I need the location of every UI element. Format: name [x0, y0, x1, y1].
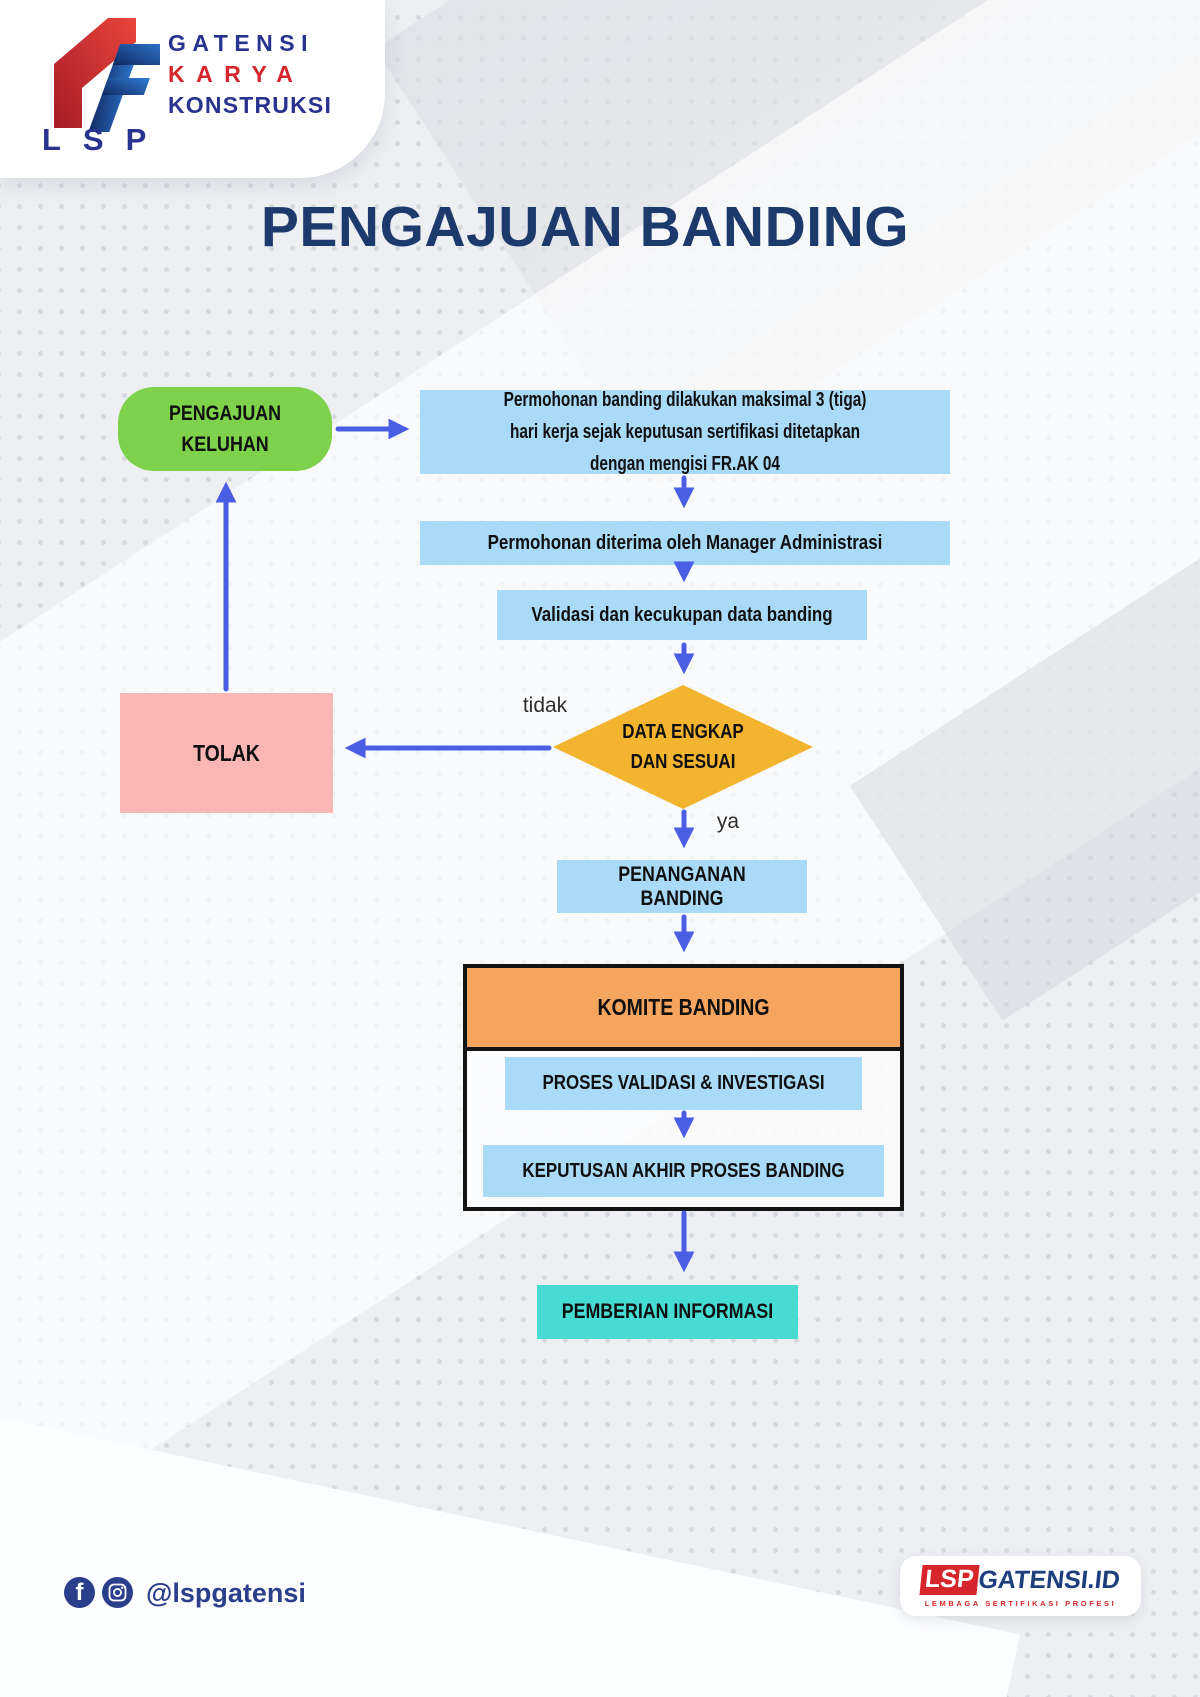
facebook-glyph: f: [75, 1578, 84, 1606]
badge-wordmark: LSP GATENSI.ID: [919, 1564, 1122, 1595]
flow-committee-keputusan-akhir: KEPUTUSAN AKHIR PROSES BANDING: [483, 1145, 884, 1197]
brand-line-karya: KARYA: [168, 61, 305, 87]
flow-reject-tolak: TOLAK: [120, 693, 333, 813]
badge-site-text: GATENSI.ID: [977, 1565, 1122, 1593]
brand-line-gatensi: GATENSI: [168, 30, 315, 56]
flow-decision-label: DATA ENGKAP DAN SESUAI: [622, 721, 744, 773]
decision-yes-label: ya: [716, 810, 740, 833]
flow-step1-label: Permohonan banding dilakukan maksimal 3 …: [503, 389, 867, 475]
flow-final-label: PEMBERIAN INFORMASI: [561, 1300, 774, 1323]
flow-start-label: PENGAJUAN KELUHAN: [168, 401, 282, 457]
flow-step-permohonan-diterima: Permohonan diterima oleh Manager Adminis…: [420, 521, 950, 565]
flow-step-permohonan-banding: Permohonan banding dilakukan maksimal 3 …: [420, 389, 950, 475]
flow-step-validasi-data: Validasi dan kecukupan data banding: [497, 590, 867, 640]
brand-wordmark: GATENSI KARYA KONSTRUKSI: [168, 28, 332, 121]
instagram-icon: [102, 1577, 133, 1608]
flow-final-pemberian-informasi: PEMBERIAN INFORMASI: [537, 1285, 798, 1339]
page-title: PENGAJUAN BANDING: [260, 195, 910, 259]
flow-step-penanganan-banding: PENANGANAN BANDING: [557, 860, 807, 913]
flow-committee-proses-validasi: PROSES VALIDASI & INVESTIGASI: [505, 1057, 862, 1110]
lsp-gatensi-logo-icon: [54, 18, 160, 132]
brand-lsp-label: LSP: [42, 122, 169, 157]
flow-committee-header: KOMITE BANDING: [467, 968, 900, 1051]
brand-line-konstruksi: KONSTRUKSI: [168, 92, 333, 118]
logo-card: GATENSI KARYA KONSTRUKSI LSP: [0, 0, 385, 178]
flow-handling-label: PENANGANAN BANDING: [618, 862, 746, 910]
flow-start-pengajuan-keluhan: PENGAJUAN KELUHAN: [118, 387, 332, 471]
decision-no-label: tidak: [522, 694, 568, 717]
committee-step2-label: KEPUTUSAN AKHIR PROSES BANDING: [522, 1159, 845, 1182]
flow-step2-label: Permohonan diterima oleh Manager Adminis…: [487, 531, 883, 554]
committee-step1-label: PROSES VALIDASI & INVESTIGASI: [542, 1072, 825, 1094]
flow-committee-container: KOMITE BANDING PROSES VALIDASI & INVESTI…: [463, 964, 904, 1211]
footer-lspgatensi-badge: LSP GATENSI.ID LEMBAGA SERTIFIKASI PROFE…: [900, 1556, 1141, 1616]
facebook-icon: f: [64, 1577, 95, 1608]
badge-tagline: LEMBAGA SERTIFIKASI PROFESI: [924, 1598, 1117, 1608]
badge-lsp-chip: LSP: [919, 1564, 980, 1595]
flow-step3-label: Validasi dan kecukupan data banding: [531, 603, 833, 626]
flow-reject-label: TOLAK: [193, 739, 260, 766]
social-handle: @lspgatensi: [146, 1578, 306, 1608]
committee-header-label: KOMITE BANDING: [597, 994, 770, 1020]
